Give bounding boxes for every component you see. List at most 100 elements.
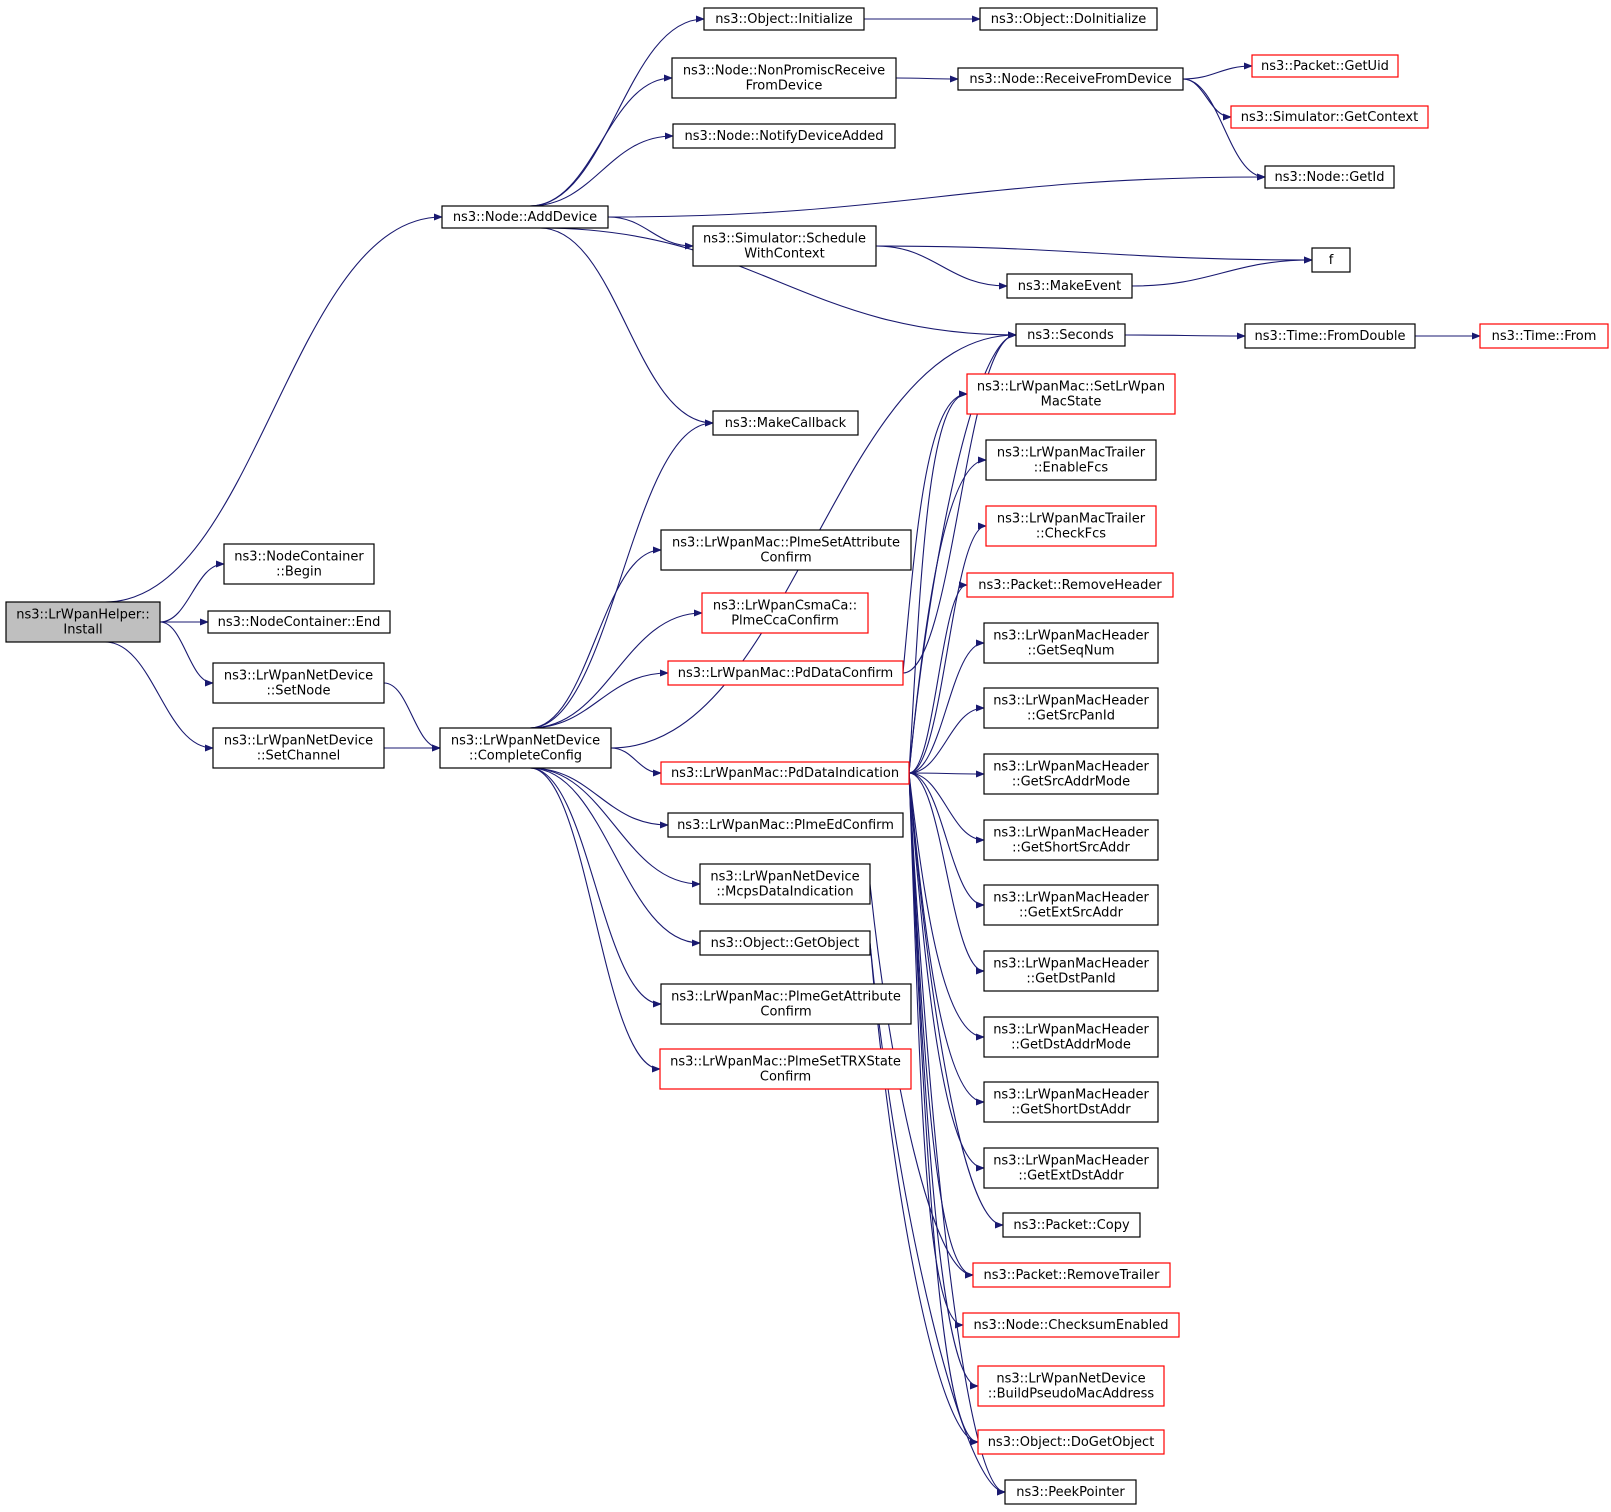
node-pktCopy[interactable]: ns3::Packet::Copy <box>1002 1212 1141 1238</box>
node-ncEnd[interactable]: ns3::NodeContainer::End <box>207 610 391 634</box>
node-timeFrom[interactable]: ns3::Time::From <box>1479 323 1609 349</box>
node-buildPseudo[interactable]: ns3::LrWpanNetDevice::BuildPseudoMacAddr… <box>977 1365 1165 1407</box>
node-box <box>703 7 865 31</box>
edges-layer <box>104 15 1481 1496</box>
node-box <box>983 950 1159 992</box>
node-box <box>701 592 869 634</box>
node-pdDataInd[interactable]: ns3::LrWpanMac::PdDataIndication <box>660 761 910 785</box>
node-addDevice[interactable]: ns3::Node::AddDevice <box>441 205 609 229</box>
node-box <box>660 761 910 785</box>
node-label: ns3::Object::GetObject <box>711 936 860 951</box>
node-getShortSrc[interactable]: ns3::LrWpanMacHeader::GetShortSrcAddr <box>983 819 1159 861</box>
node-objInit[interactable]: ns3::Object::Initialize <box>703 7 865 31</box>
node-label: ::CompleteConfig <box>469 749 582 764</box>
node-mcpsDataInd[interactable]: ns3::LrWpanNetDevice::McpsDataIndication <box>699 863 871 905</box>
node-label: ns3::NodeContainer <box>234 550 364 565</box>
node-checkFcs[interactable]: ns3::LrWpanMacTrailer::CheckFcs <box>985 505 1157 547</box>
node-getShortDst[interactable]: ns3::LrWpanMacHeader::GetShortDstAddr <box>983 1081 1159 1123</box>
edge-getObject-to-doGetObject <box>869 942 979 1446</box>
edge-completeConfig-to-mcpsDataInd <box>529 767 701 888</box>
node-box <box>1244 323 1416 349</box>
node-getSrcPanId[interactable]: ns3::LrWpanMacHeader::GetSrcPanId <box>983 687 1159 729</box>
node-makeCallback[interactable]: ns3::MakeCallback <box>712 410 859 436</box>
edge-completeConfig-to-plmeCca <box>529 609 703 729</box>
node-objDoInit[interactable]: ns3::Object::DoInitialize <box>979 7 1158 31</box>
node-fromDouble[interactable]: ns3::Time::FromDouble <box>1244 323 1416 349</box>
node-plmeCca[interactable]: ns3::LrWpanCsmaCa::PlmeCcaConfirm <box>701 592 869 634</box>
node-simGetCtx[interactable]: ns3::Simulator::GetContext <box>1230 105 1429 129</box>
node-label: ns3::Packet::GetUid <box>1261 59 1389 74</box>
node-label: ns3::Packet::Copy <box>1013 1218 1130 1233</box>
node-label: ns3::Node::NotifyDeviceAdded <box>684 129 883 144</box>
node-label: ns3::LrWpanNetDevice <box>451 734 600 749</box>
node-doGetObject[interactable]: ns3::Object::DoGetObject <box>977 1429 1165 1455</box>
node-label: ns3::LrWpanMac::PlmeSetAttribute <box>672 536 900 551</box>
node-box <box>983 1016 1159 1058</box>
node-recvFromDev[interactable]: ns3::Node::ReceiveFromDevice <box>957 67 1184 91</box>
node-label: ns3::LrWpanMacHeader <box>993 1154 1149 1169</box>
node-box <box>1479 323 1609 349</box>
node-nodeGetId[interactable]: ns3::Node::GetId <box>1264 165 1395 189</box>
edge-pdDataInd-to-getShortDst <box>908 772 985 1106</box>
node-box <box>983 687 1159 729</box>
node-label: Install <box>63 623 102 638</box>
node-getExtSrc[interactable]: ns3::LrWpanMacHeader::GetExtSrcAddr <box>983 884 1159 926</box>
node-setNode[interactable]: ns3::LrWpanNetDevice::SetNode <box>212 662 385 704</box>
edge-completeConfig-to-plmeEd <box>529 767 669 829</box>
node-getDstPanId[interactable]: ns3::LrWpanMacHeader::GetDstPanId <box>983 950 1159 992</box>
node-label: ns3::LrWpanMacHeader <box>993 694 1149 709</box>
node-box <box>1004 1479 1137 1505</box>
node-getDstAddrMode[interactable]: ns3::LrWpanMacHeader::GetDstAddrMode <box>983 1016 1159 1058</box>
node-label: ::GetSrcAddrMode <box>1012 775 1130 790</box>
node-label: ns3::LrWpanHelper:: <box>16 608 149 623</box>
node-box <box>699 930 871 956</box>
node-getSrcAddrMode[interactable]: ns3::LrWpanMacHeader::GetSrcAddrMode <box>983 753 1159 795</box>
edge-pdDataInd-to-getExtDst <box>908 772 985 1172</box>
node-f[interactable]: f <box>1311 247 1351 273</box>
node-pdDataConfirm[interactable]: ns3::LrWpanMac::PdDataConfirm <box>667 660 904 686</box>
node-label: ns3::Simulator::Schedule <box>703 232 866 247</box>
node-label: ::GetShortSrcAddr <box>1012 841 1130 856</box>
node-label: ns3::LrWpanNetDevice <box>996 1372 1145 1387</box>
edge-completeConfig-to-pdDataConfirm <box>529 669 669 729</box>
node-getSeqNum[interactable]: ns3::LrWpanMacHeader::GetSeqNum <box>983 622 1159 664</box>
edge-pdDataInd-to-getDstPanId <box>908 772 985 975</box>
node-box <box>712 410 859 436</box>
node-pktGetUid[interactable]: ns3::Packet::GetUid <box>1251 54 1399 78</box>
node-seconds[interactable]: ns3::Seconds <box>1015 323 1126 347</box>
node-removeHeader[interactable]: ns3::Packet::RemoveHeader <box>966 572 1174 598</box>
edge-addDevice-to-makeCallback <box>539 227 714 427</box>
node-label: ns3::LrWpanCsmaCa:: <box>713 599 857 614</box>
node-box <box>983 1081 1159 1123</box>
node-completeConfig[interactable]: ns3::LrWpanNetDevice::CompleteConfig <box>439 727 612 769</box>
node-removeTrailer[interactable]: ns3::Packet::RemoveTrailer <box>972 1262 1171 1288</box>
edge-addDevice-to-nonPromisc <box>529 74 673 207</box>
node-label: ns3::Simulator::GetContext <box>1241 110 1418 125</box>
edge-pdDataInd-to-enableFcs <box>908 456 987 774</box>
node-setChannel[interactable]: ns3::LrWpanNetDevice::SetChannel <box>212 727 385 769</box>
node-makeEvent[interactable]: ns3::MakeEvent <box>1006 273 1133 299</box>
node-box <box>1015 323 1126 347</box>
node-getExtDst[interactable]: ns3::LrWpanMacHeader::GetExtDstAddr <box>983 1147 1159 1189</box>
node-box <box>660 983 912 1025</box>
node-label: ns3::LrWpanMacHeader <box>993 1088 1149 1103</box>
node-enableFcs[interactable]: ns3::LrWpanMacTrailer::EnableFcs <box>985 439 1157 481</box>
node-box <box>977 1365 1165 1407</box>
node-notifyAdded[interactable]: ns3::Node::NotifyDeviceAdded <box>672 123 896 149</box>
node-plmeEd[interactable]: ns3::LrWpanMac::PlmeEdConfirm <box>667 812 904 838</box>
node-getObject[interactable]: ns3::Object::GetObject <box>699 930 871 956</box>
node-ncBegin[interactable]: ns3::NodeContainer::Begin <box>223 543 375 585</box>
node-label: ns3::LrWpanMac::PdDataIndication <box>671 766 899 781</box>
node-checksumEn[interactable]: ns3::Node::ChecksumEnabled <box>962 1312 1180 1338</box>
node-label: ns3::LrWpanMac::PlmeEdConfirm <box>677 818 894 833</box>
node-peekPointer[interactable]: ns3::PeekPointer <box>1004 1479 1137 1505</box>
edge-completeConfig-to-getObject <box>529 767 701 947</box>
node-box <box>441 205 609 229</box>
node-label: ns3::LrWpanMacHeader <box>993 760 1149 775</box>
